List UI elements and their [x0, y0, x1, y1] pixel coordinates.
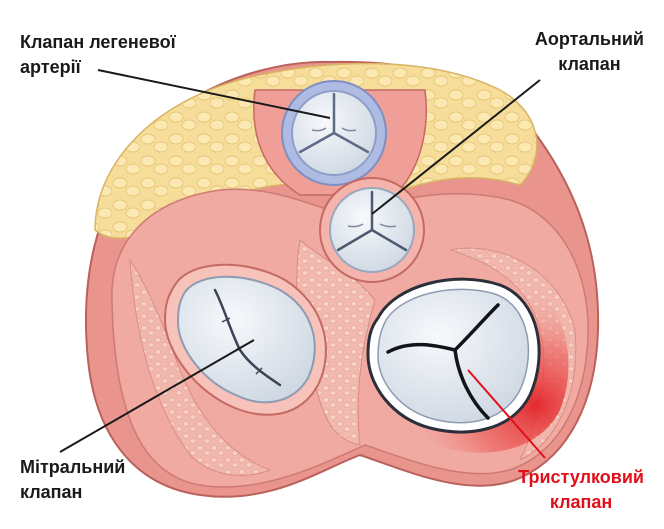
aortic-valve-label: Аортальний клапан	[535, 27, 644, 77]
aortic-valve	[319, 177, 425, 283]
tricuspid-valve-label: Тристулковий клапан	[518, 465, 644, 515]
pulmonary-leader-line	[97, 69, 331, 119]
mitral-leader-line	[59, 339, 255, 453]
tricuspid-leader-line	[467, 369, 546, 459]
mitral-valve-label-line2: клапан	[20, 482, 83, 502]
leader-lines	[59, 69, 546, 459]
aortic-valve-label-line2: клапан	[558, 54, 621, 74]
aortic-leader-line	[371, 79, 541, 215]
mitral-valve-label: Мітральний клапан	[20, 455, 125, 505]
tricuspid-valve	[366, 277, 541, 434]
pulmonary-valve-label-line2: артерії	[20, 57, 81, 77]
mitral-valve	[163, 263, 327, 416]
pulmonary-valve-label-line1: Клапан легеневої	[20, 32, 176, 52]
tricuspid-valve-label-line1: Тристулковий	[518, 467, 644, 487]
aortic-valve-label-line1: Аортальний	[534, 29, 644, 49]
pulmonary-valve	[281, 80, 387, 186]
tricuspid-valve-label-line2: клапан	[549, 492, 613, 512]
pulmonary-valve-label: Клапан легеневої артерії	[20, 30, 176, 80]
mitral-valve-label-line1: Мітральний	[20, 457, 126, 477]
